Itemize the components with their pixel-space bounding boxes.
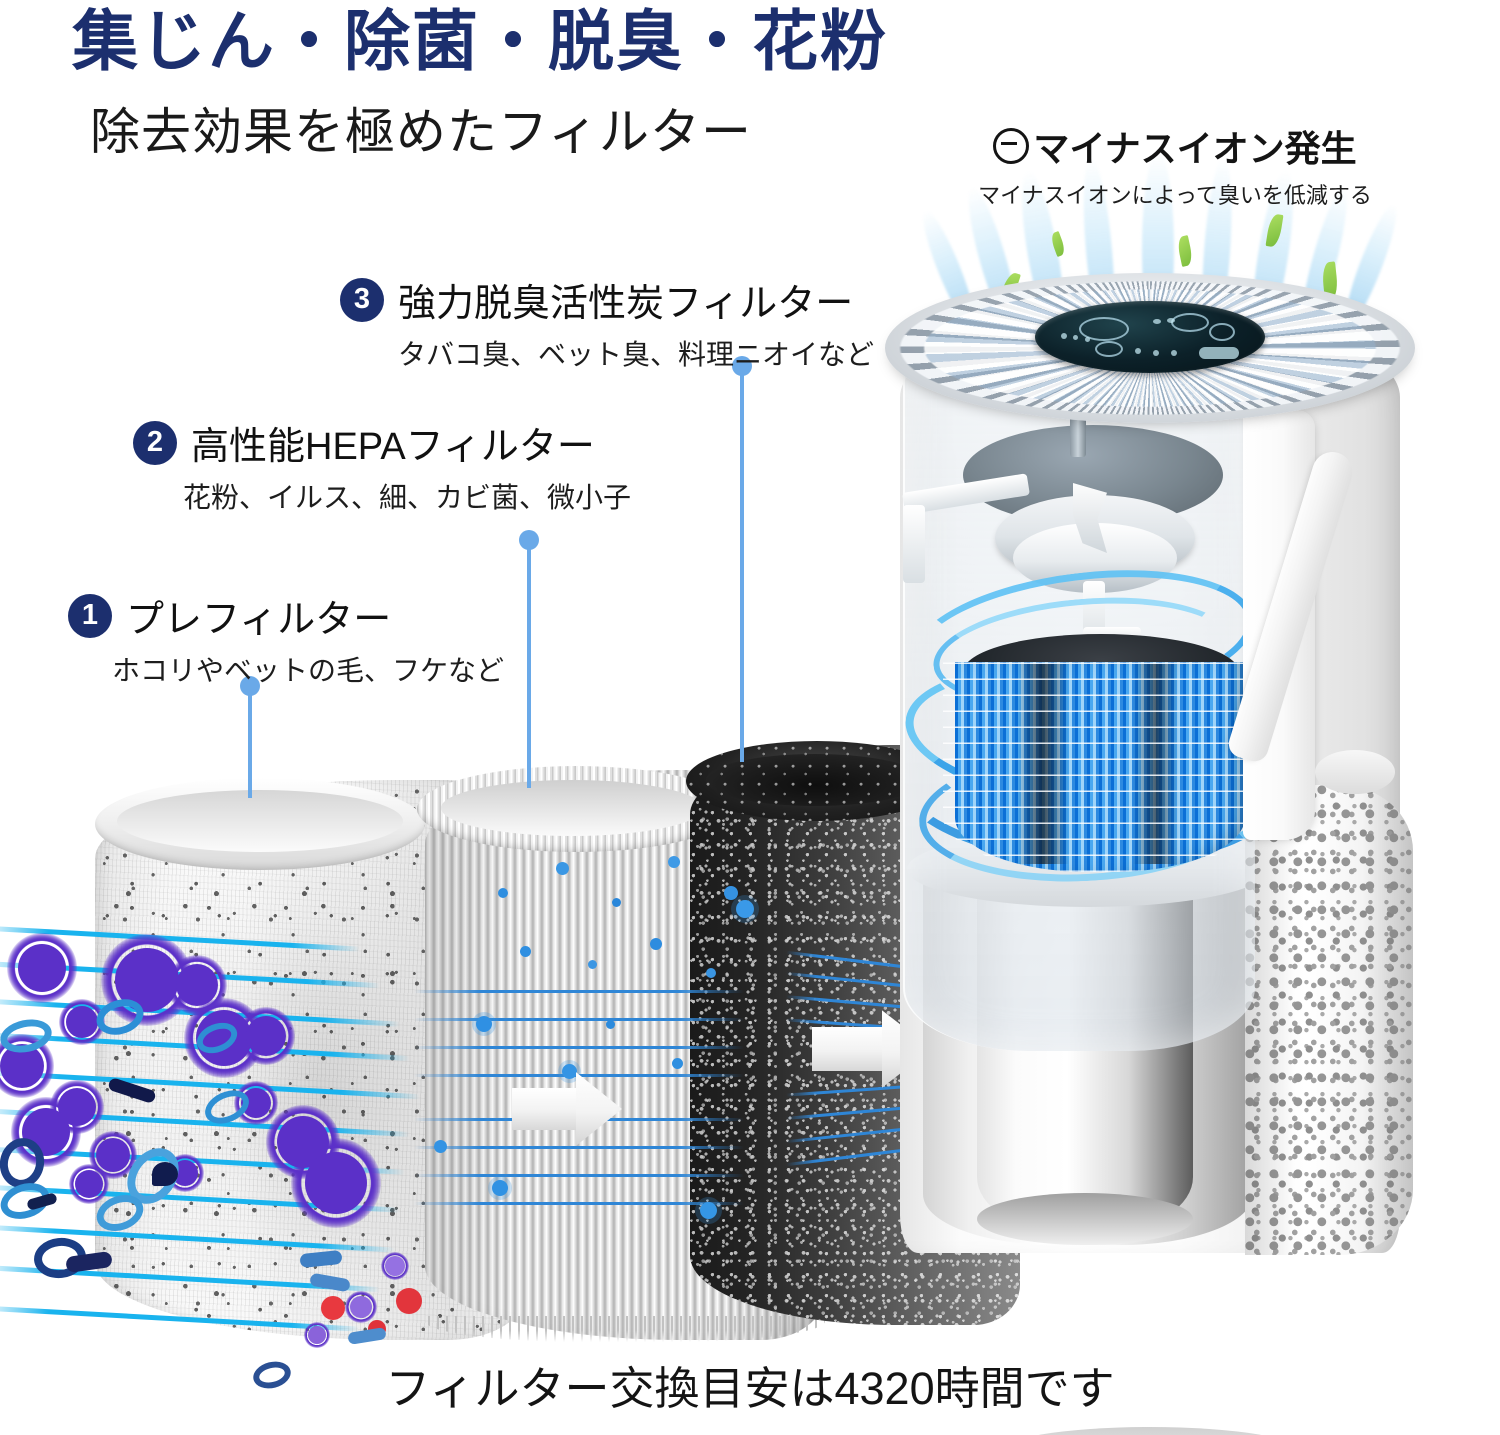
badge-number-3: 3 — [340, 277, 384, 322]
callout-filter-2: 2 高性能HEPAフィルター 花粉、イルス、細、カビ菌、微小子 — [133, 415, 631, 516]
device-handle — [1225, 447, 1425, 767]
minus-circle-icon — [993, 128, 1030, 164]
callout-filter-1: 1 プレフィルター ホコリやベットの毛、フケなど — [68, 588, 504, 689]
ion-feature-block: マイナスイオン発生 マイナスイオンによって臭いを低減する — [940, 120, 1410, 210]
ion-title-text: マイナスイオン発生 — [1033, 128, 1357, 169]
callout-filter-3: 3 強力脱臭活性炭フィルター タバコ臭、ベット臭、料理ニオイなど — [340, 272, 874, 373]
device-filter-cartridge — [943, 634, 1257, 880]
badge-number-2: 2 — [133, 420, 177, 465]
filter-3-title: 強力脱臭活性炭フィルター — [398, 283, 854, 325]
device-inner-tube-bottom — [977, 1193, 1193, 1245]
filter-1-subtitle: ホコリやベットの毛、フケなど — [112, 655, 505, 686]
ion-feature-subtitle: マイナスイオンによって臭いを低減する — [978, 183, 1372, 208]
leader-line-filter-2 — [519, 530, 539, 788]
device-handle-foot — [1315, 750, 1395, 794]
footer-caption: フィルター交換目安は4320時間です — [385, 1363, 1115, 1414]
device-vane-left-2 — [903, 505, 925, 583]
leader-line-filter-1 — [240, 676, 260, 798]
filter-2-title: 高性能HEPAフィルター — [191, 426, 595, 468]
leader-line-filter-3 — [732, 356, 752, 762]
air-purifier-device — [845, 255, 1465, 1435]
page-subtitle: 除去効果を極めたフィルター — [90, 104, 752, 160]
badge-number-1: 1 — [68, 593, 112, 638]
filter-2-subtitle: 花粉、イルス、細、カビ菌、微小子 — [183, 482, 632, 513]
filter-1-title: プレフィルター — [126, 599, 392, 641]
page-title: 集じん・除菌・脱臭・花粉 — [72, 4, 888, 78]
filter-3-subtitle: タバコ臭、ベット臭、料理ニオイなど — [398, 339, 875, 370]
device-control-panel[interactable] — [1035, 301, 1265, 373]
flow-arrow-1 — [512, 1072, 622, 1146]
device-perforated-grille — [1245, 785, 1413, 1255]
ion-feature-title: マイナスイオン発生 — [940, 120, 1410, 172]
